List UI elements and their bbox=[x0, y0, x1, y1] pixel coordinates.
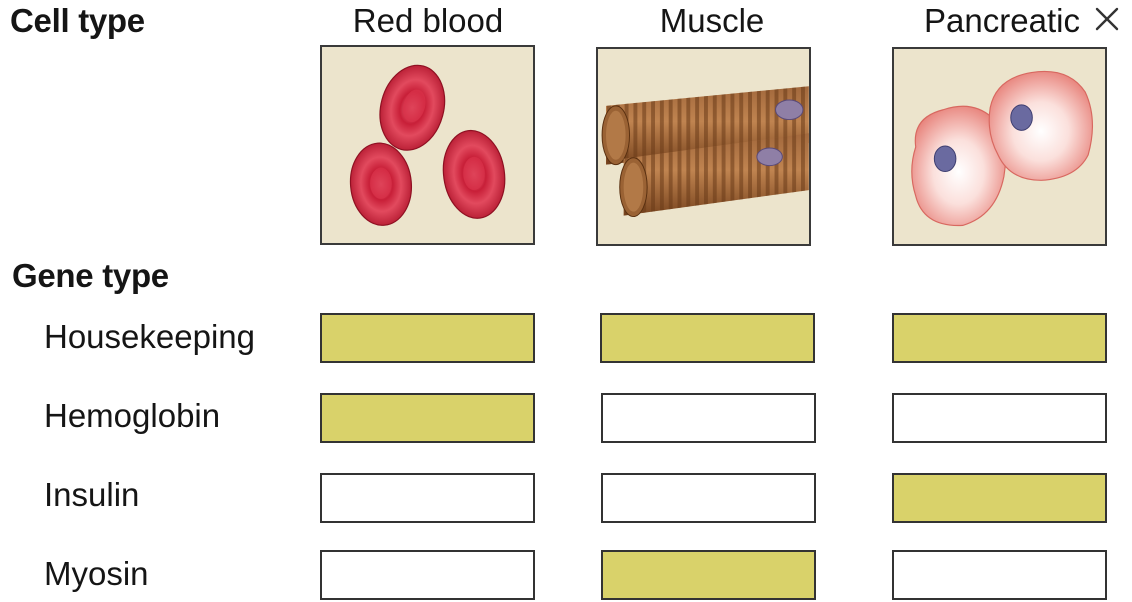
expression-box-insulin-pancreatic bbox=[892, 473, 1107, 523]
cell-type-heading: Cell type bbox=[10, 2, 145, 40]
expression-box-housekeeping-pancreatic bbox=[892, 313, 1107, 363]
expression-box-hemoglobin-muscle bbox=[601, 393, 816, 443]
pancreatic-cell bbox=[989, 71, 1092, 180]
cell-label-pancreatic: Pancreatic bbox=[892, 2, 1112, 40]
muscle-cell-image bbox=[596, 47, 811, 246]
expression-box-insulin-muscle bbox=[601, 473, 816, 523]
gene-label-insulin: Insulin bbox=[44, 476, 139, 514]
expression-box-housekeeping-red-blood bbox=[320, 313, 535, 363]
pancreatic-cell-image bbox=[892, 47, 1107, 246]
expression-box-myosin-red-blood bbox=[320, 550, 535, 600]
expression-box-housekeeping-muscle bbox=[600, 313, 815, 363]
red-blood-cell-image bbox=[320, 45, 535, 245]
gene-label-hemoglobin: Hemoglobin bbox=[44, 397, 220, 435]
red-blood-cell bbox=[347, 141, 415, 228]
gene-label-housekeeping: Housekeeping bbox=[44, 318, 255, 356]
red-blood-cell bbox=[438, 127, 510, 223]
red-blood-cell bbox=[371, 58, 454, 158]
close-icon[interactable] bbox=[1090, 2, 1124, 36]
expression-box-hemoglobin-red-blood bbox=[320, 393, 535, 443]
expression-box-insulin-red-blood bbox=[320, 473, 535, 523]
cell-label-red-blood: Red blood bbox=[318, 2, 538, 40]
cell-label-muscle: Muscle bbox=[602, 2, 822, 40]
expression-box-myosin-pancreatic bbox=[892, 550, 1107, 600]
expression-box-myosin-muscle bbox=[601, 550, 816, 600]
gene-type-heading: Gene type bbox=[12, 257, 169, 295]
expression-box-hemoglobin-pancreatic bbox=[892, 393, 1107, 443]
gene-label-myosin: Myosin bbox=[44, 555, 149, 593]
